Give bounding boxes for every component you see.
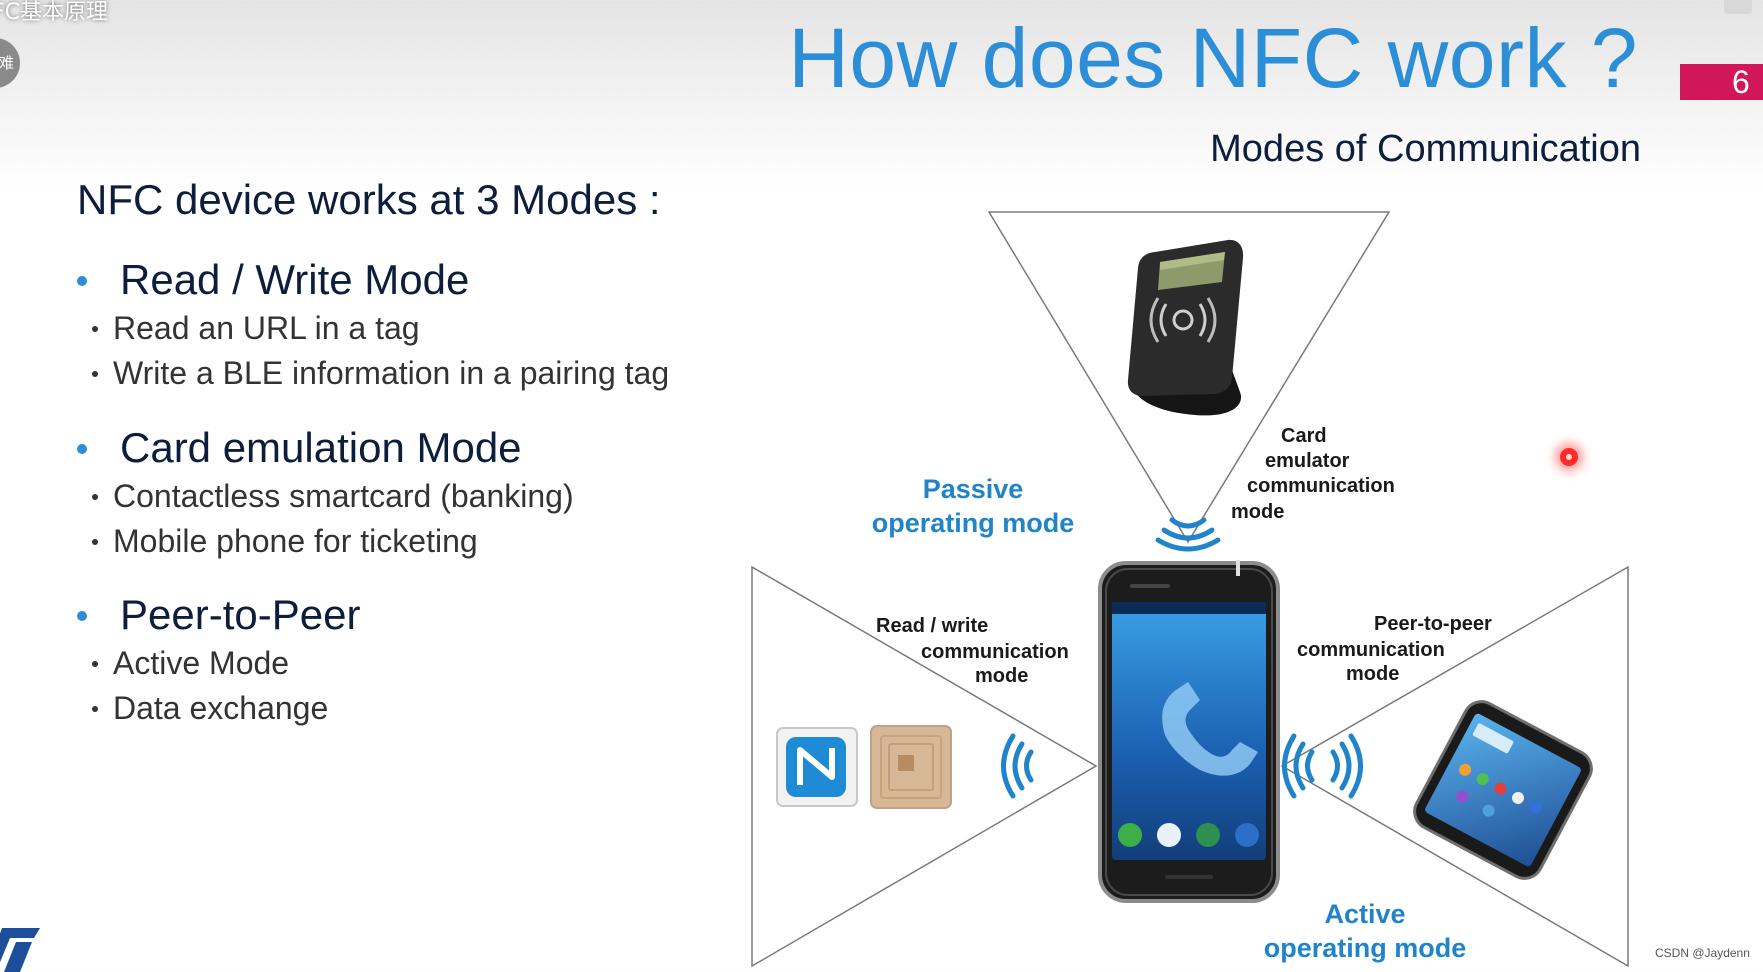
card-emulator-label-line: emulator — [1265, 450, 1350, 472]
smartphone-icon — [1098, 560, 1280, 903]
card-emulator-label-line: mode — [1231, 501, 1285, 523]
st-logo-icon — [0, 928, 40, 972]
mode-item: Mobile phone for ticketing — [92, 523, 478, 559]
active-label-line: Active — [1324, 899, 1406, 929]
nfc-wave-icon — [1282, 733, 1363, 799]
mode-item: Contactless smartcard (banking) — [92, 478, 574, 514]
peer-label-line: mode — [1346, 663, 1400, 685]
watermark: CSDN @Jaydenn — [1655, 946, 1750, 960]
nfc-wave-icon — [1001, 733, 1034, 799]
peer-smartphone-icon — [1413, 700, 1593, 880]
read-write-label-line: Read / write — [876, 615, 989, 637]
mode-item: Data exchange — [91, 690, 329, 726]
nfc-wave-icon — [1155, 517, 1221, 552]
mode-item: Write a BLE information in a pairing tag — [91, 355, 670, 391]
card-emulator-label-line: Card — [1281, 425, 1327, 447]
mode-item: Read an URL in a tag — [92, 310, 420, 346]
mode-label: Card emulation Mode — [120, 424, 522, 471]
active-label-line: operating mode — [1263, 933, 1467, 963]
read-write-label-line: communication — [921, 641, 1069, 663]
avatar[interactable]: 难 — [0, 38, 20, 88]
mode-label: Read / Write Mode — [120, 256, 470, 303]
bullet-icon — [77, 276, 87, 286]
mode-item: Active Mode — [91, 645, 290, 681]
card-emulator-label-line: communication — [1247, 475, 1395, 497]
passive-mode-label: Passive operating mode — [868, 472, 1078, 540]
card-reader-icon — [1127, 239, 1244, 416]
peer-label-line: communication — [1297, 639, 1445, 661]
read-write-label-line: mode — [975, 665, 1029, 687]
peer-label-line: Peer-to-peer — [1374, 613, 1492, 635]
bullet-icon — [77, 611, 87, 621]
rfid-tag-icon — [870, 725, 952, 809]
nfc-logo-tag-icon — [776, 727, 858, 807]
passive-label-line: Passive — [922, 474, 1024, 504]
slide-subtitle: Modes of Communication — [1210, 128, 1641, 170]
intro-text: NFC device works at 3 Modes : — [77, 176, 661, 223]
bullet-icon — [77, 444, 87, 454]
chat-icon[interactable] — [1724, 0, 1752, 14]
slide-title: How does NFC work ? — [788, 11, 1638, 105]
mode-label: Peer-to-Peer — [120, 591, 361, 638]
video-title: FC基本原理 — [0, 0, 109, 25]
read-write-triangle — [751, 565, 1098, 968]
laser-pointer-dot — [1560, 448, 1578, 466]
card-emulation-triangle — [987, 211, 1391, 544]
passive-label-line: operating mode — [871, 508, 1075, 538]
peer-to-peer-triangle — [1280, 565, 1629, 968]
active-mode-label: Active operating mode — [1255, 897, 1475, 965]
page-number: 6 — [1680, 64, 1763, 100]
